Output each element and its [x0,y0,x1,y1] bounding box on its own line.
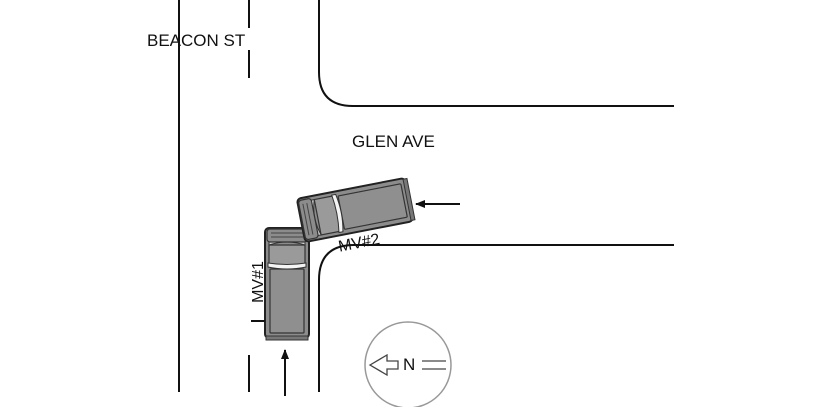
vehicle-label-mv1: MV#1 [250,261,267,303]
beacon-east-curb-north [318,0,674,107]
north-arrow-icon [368,353,399,377]
north-compass [364,321,452,407]
compass-label-n: N [403,355,416,374]
vehicle-mv2 [296,177,416,243]
street-label-glen-ave: GLEN AVE [352,132,435,151]
beacon-east-curb-south [318,244,674,392]
street-label-beacon-st: BEACON ST [147,31,246,50]
vehicle-mv1 [264,227,310,341]
beacon-st-road [178,0,674,392]
